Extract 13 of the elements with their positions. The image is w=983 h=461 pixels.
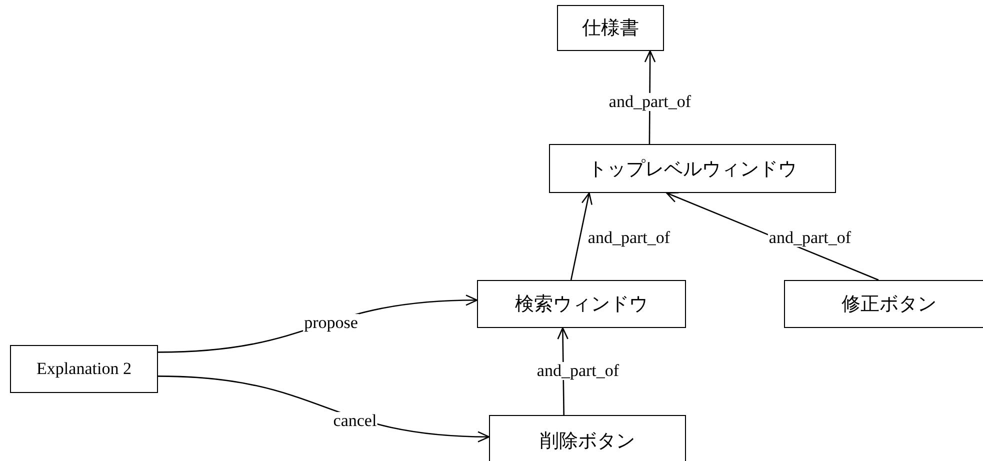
edge-label: and_part_of xyxy=(536,362,620,380)
process-box: 検索ウィンドウ xyxy=(477,280,686,328)
edge-label: and_part_of xyxy=(608,93,692,111)
arrow xyxy=(158,376,490,442)
process-box: トップレベルウィンドウ xyxy=(549,144,836,193)
edge-label: and_part_of xyxy=(586,229,672,247)
arrow xyxy=(570,192,592,280)
process-box: 修正ボタン xyxy=(784,280,983,328)
edge-label: and_part_of xyxy=(768,229,852,247)
process-box: 仕様書 xyxy=(557,5,664,51)
process-box: Explanation 2 xyxy=(10,345,158,393)
process-box: 削除ボタン xyxy=(489,415,686,461)
edge-label: propose xyxy=(303,314,359,332)
